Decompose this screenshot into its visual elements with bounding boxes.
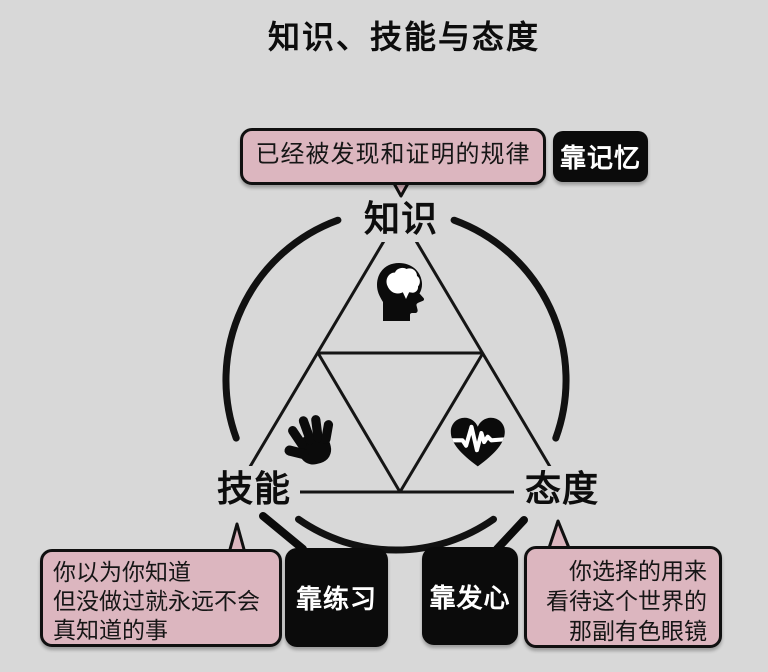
vertex-label-knowledge: 知识 (352, 198, 450, 240)
callout-skill-line-2: 但没做过就永远不会 (53, 588, 260, 614)
vertex-label-skill: 技能 (208, 468, 300, 510)
method-tag-practice: 靠练习 (285, 548, 388, 647)
method-tag-memory: 靠记忆 (553, 131, 648, 182)
callout-skill-line-3: 真知道的事 (53, 617, 168, 643)
callout-skill-line-1: 你以为你知道 (53, 560, 191, 585)
callout-attitude: 你选择的用来 看待这个世界的 那副有色眼镜 (524, 546, 722, 648)
vertex-label-attitude: 态度 (516, 468, 608, 510)
open-hand-icon (284, 415, 334, 465)
head-with-brain-icon (377, 263, 425, 321)
callout-skill: 你以为你知道 但没做过就永远不会 真知道的事 (40, 549, 282, 647)
heart-with-pulse-icon (450, 417, 505, 467)
callout-knowledge: 已经被发现和证明的规律 (240, 128, 546, 185)
callout-attitude-line-2: 看待这个世界的 (546, 588, 707, 614)
method-tag-tails (259, 512, 528, 553)
callout-attitude-line-3: 那副有色眼镜 (569, 618, 707, 644)
circle-arcs (222, 216, 570, 554)
callout-attitude-line-1: 你选择的用来 (569, 559, 707, 584)
method-tag-intention: 靠发心 (422, 547, 518, 645)
page-title: 知识、技能与态度 (267, 19, 540, 55)
